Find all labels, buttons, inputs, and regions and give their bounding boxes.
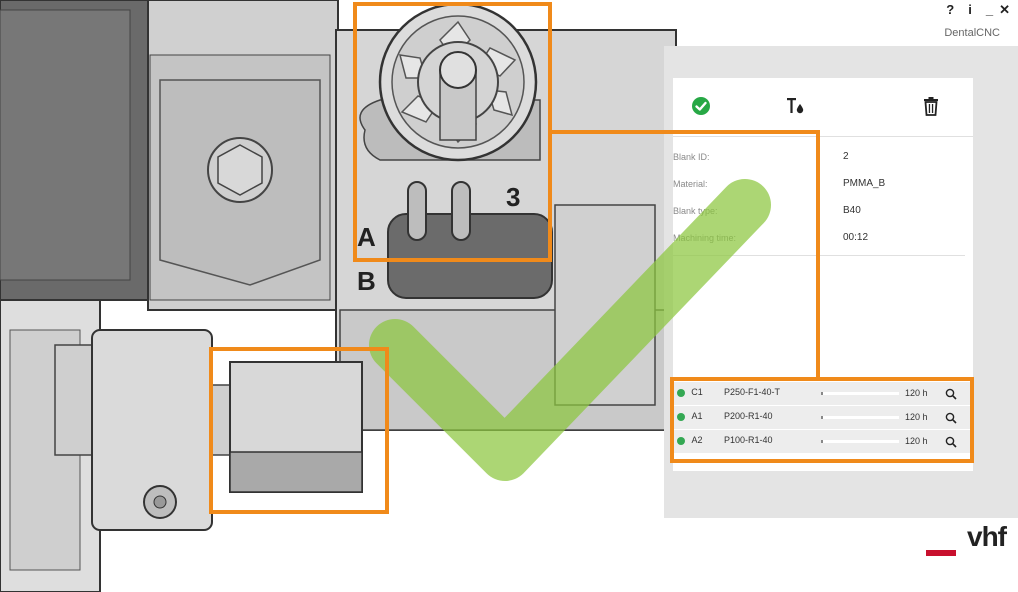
job-toolbar: [673, 78, 973, 137]
tool-slot: A1: [691, 411, 703, 421]
close-button[interactable]: ✕: [999, 2, 1010, 17]
tool-status-dot: [677, 413, 685, 421]
tool-life-bar: [821, 416, 899, 419]
machining-time-label: Machining time:: [673, 233, 737, 243]
tool-life-fill: [821, 440, 823, 443]
pin-right: [451, 181, 471, 241]
tool-list: C1 P250-F1-40-T 120 h A1 P200-R1-40 120 …: [673, 382, 973, 454]
tool-hours: 120 h: [905, 436, 928, 446]
tool-coolant-icon[interactable]: [783, 94, 807, 118]
tool-search-icon[interactable]: [945, 387, 957, 400]
job-card: Blank ID: 2 Material: PMMA_B Blank type:…: [673, 78, 973, 471]
tool-slot: A2: [691, 435, 703, 445]
tool-status-dot: [677, 389, 685, 397]
minimize-button[interactable]: _: [985, 2, 994, 17]
machining-time-value: 00:12: [843, 232, 869, 243]
tool-life-bar: [821, 392, 899, 395]
check-icon[interactable]: [689, 94, 713, 118]
blank-type-row: Blank type: B40: [673, 202, 973, 229]
spindle-screw-center: [153, 495, 167, 509]
info-button[interactable]: i: [968, 2, 972, 17]
tool-status-dot: [677, 437, 685, 445]
material-value: PMMA_B: [843, 178, 886, 189]
tool-name: P250-F1-40-T: [724, 387, 781, 397]
tool-life-bar: [821, 440, 899, 443]
logo-bar: [926, 550, 956, 556]
position-label-a: A: [357, 222, 376, 252]
tool-row[interactable]: C1 P250-F1-40-T 120 h: [673, 382, 973, 405]
tool-row[interactable]: A2 P100-R1-40 120 h: [673, 430, 973, 453]
window-controls: ? i _ ✕: [946, 2, 1010, 18]
tool-hours: 120 h: [905, 388, 928, 398]
clamp-bolt-head: [217, 144, 263, 196]
tool-search-icon[interactable]: [945, 411, 957, 424]
pin-left: [407, 181, 427, 241]
tool-row[interactable]: A1 P200-R1-40 120 h: [673, 406, 973, 429]
tool-holder-shade: [229, 451, 363, 493]
right-block-side: [554, 204, 656, 406]
blank-type-label: Blank type:: [673, 206, 718, 216]
info-separator: [673, 255, 965, 256]
app-title: DentalCNC: [944, 27, 1000, 39]
vhf-logo: vhf: [926, 521, 1007, 561]
logo-text: vhf: [967, 521, 1007, 552]
blank-id-label: Blank ID:: [673, 152, 710, 162]
material-row: Material: PMMA_B: [673, 175, 973, 202]
blank-type-value: B40: [843, 205, 861, 216]
tool-life-fill: [821, 392, 823, 395]
help-button[interactable]: ?: [946, 2, 955, 17]
tool-hours: 120 h: [905, 412, 928, 422]
blank-id-value: 2: [843, 151, 849, 162]
fan-hub: [439, 51, 477, 89]
blank-id-row: Blank ID: 2: [673, 148, 973, 175]
tool-slot: C1: [691, 387, 703, 397]
position-label-3: 3: [506, 182, 520, 212]
left-housing-inner: [0, 9, 131, 281]
material-label: Material:: [673, 179, 708, 189]
position-label-b: B: [357, 266, 376, 296]
tool-search-icon[interactable]: [945, 435, 957, 448]
tool-life-fill: [821, 416, 823, 419]
blank-info: Blank ID: 2 Material: PMMA_B Blank type:…: [673, 148, 973, 256]
tool-name: P200-R1-40: [724, 411, 773, 421]
machining-time-row: Machining time: 00:12: [673, 229, 973, 256]
trash-icon[interactable]: [919, 94, 943, 118]
tool-name: P100-R1-40: [724, 435, 773, 445]
